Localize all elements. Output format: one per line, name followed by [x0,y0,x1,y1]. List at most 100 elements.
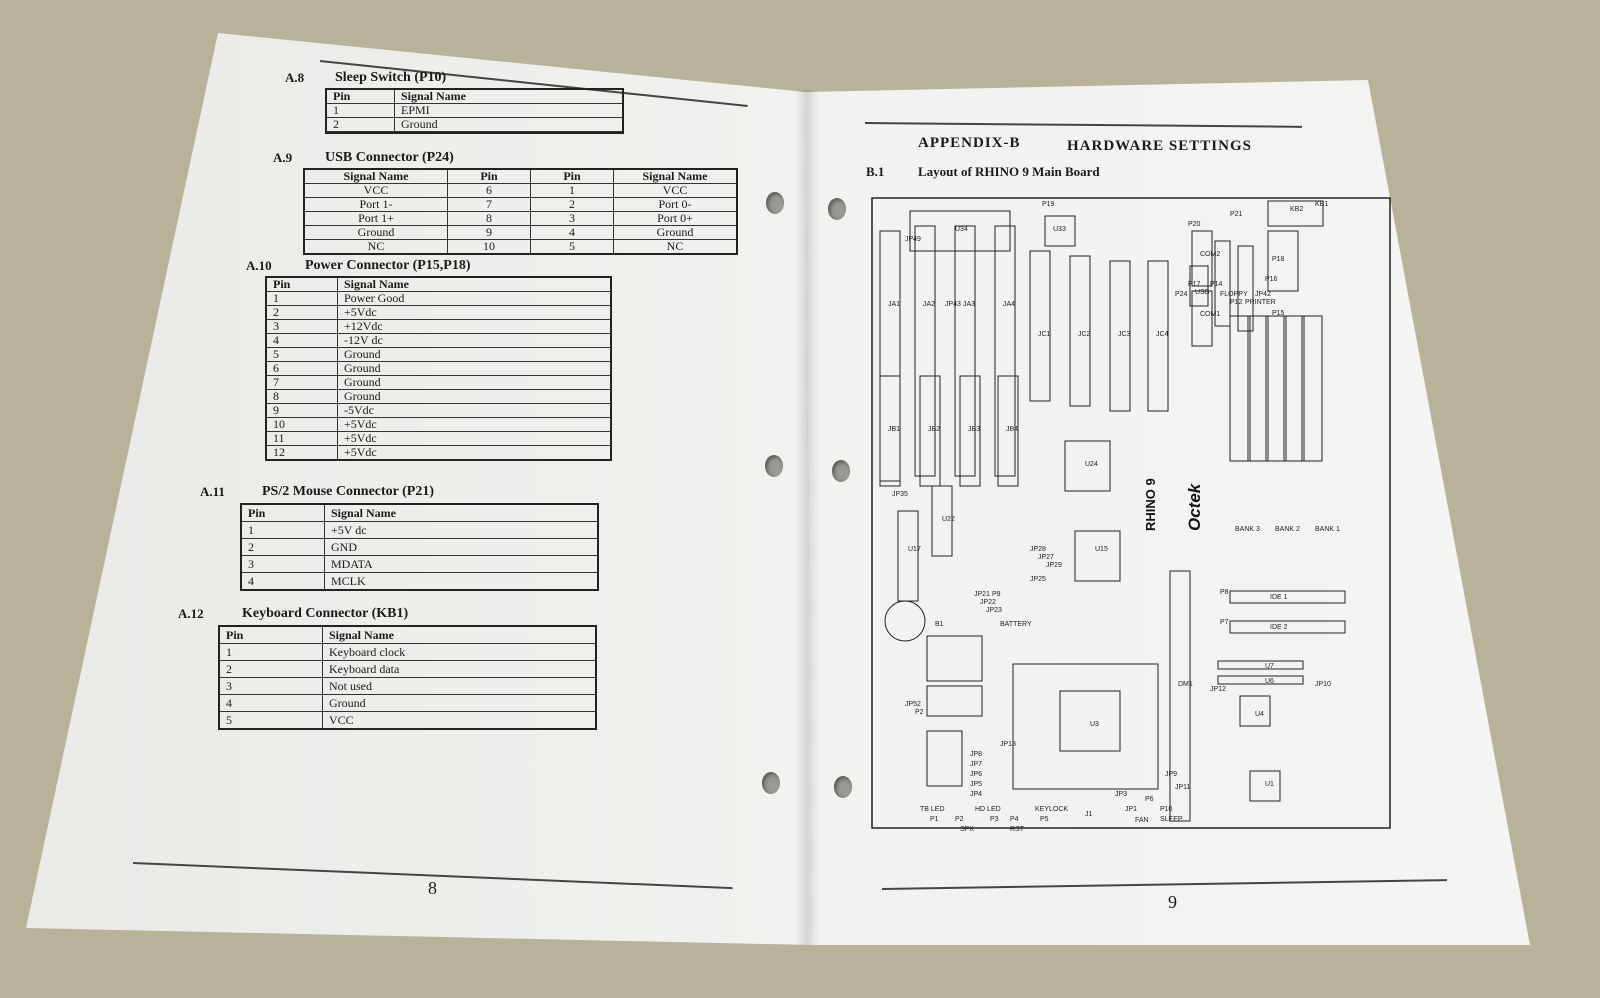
page-fold [795,90,819,945]
board-label: JP27 [1038,554,1054,561]
board-label: JB2 [928,426,940,433]
board-label: U7 [1265,663,1274,670]
board-component [1169,570,1191,822]
board-label: RST [1010,826,1025,833]
board-component [1069,255,1091,407]
board-label: JP12 [1210,686,1226,693]
board-label: P12 [1230,299,1243,306]
table-cell: 1 [240,521,325,539]
column-header: Signal Name [613,168,738,184]
board-component [1265,315,1287,462]
table-cell: +5Vdc [337,417,612,432]
board-label: P7 [1220,619,1229,626]
board-component [997,375,1019,487]
table-cell: Ground [394,117,624,132]
board-label: JP29 [1046,562,1062,569]
board-component [909,210,1011,252]
board-label: P14 [1210,281,1223,288]
board-component [1217,675,1304,685]
table-cell: 3 [218,677,323,695]
board-component [919,375,941,487]
table-cell: +5Vdc [337,431,612,446]
table-cell: +5V dc [324,521,599,539]
board-label: DM1 [1178,681,1193,688]
board-label: JA3 [963,301,975,308]
board-svg: RHINO 9 Octek U34P19U33COM2COM1P20P17P21… [871,197,1391,833]
board-label: JP7 [970,761,982,768]
board-component [1191,230,1213,287]
board-label: JP43 [945,301,961,308]
table-cell: Keyboard data [322,660,597,678]
section-title: USB Connector (P24) [325,150,454,165]
table-cell: 4 [265,333,338,348]
board-component [926,730,963,787]
table-cell: 5 [530,239,614,255]
board-label: JP9 [1165,771,1177,778]
table-cell: 4 [240,572,325,591]
table-cell: VCC [322,711,597,730]
table-cell: 2 [218,660,323,678]
table-cell: 11 [265,431,338,446]
board-component [897,510,919,602]
board-label: IDE 2 [1270,624,1288,631]
board-label: U6 [1265,678,1274,685]
board-component [1109,260,1131,412]
board-component [1029,250,1051,402]
board-label: KEYLOCK [1035,806,1068,813]
board-label: P16 [1265,276,1278,283]
board-label: PRINTER [1245,299,1276,306]
board-label: P4 [1010,816,1019,823]
board-label: P5 [1040,816,1049,823]
board-label: U1 [1265,781,1274,788]
column-header: Pin [265,276,338,292]
board-label: P19 [1042,201,1055,208]
board-component [1283,315,1305,462]
board-component [1059,690,1121,752]
table-row: 1+5V dc [240,521,599,539]
page-heading: HARDWARE SETTINGS [1067,138,1252,154]
table-cell: 1 [530,183,614,198]
column-header: Signal Name [303,168,448,184]
board-component [1217,660,1304,670]
board-label: JP52 [905,701,921,708]
board-model: RHINO 9 [1143,478,1158,531]
table-cell: -5Vdc [337,403,612,418]
table-cell: Ground [337,389,612,404]
table-cell: Ground [337,375,612,390]
board-label: SPK [960,826,974,833]
board-component [931,485,953,557]
board-label: COM2 [1200,251,1220,258]
column-header: Pin [530,168,614,184]
board-label: P2 [915,709,924,716]
column-header: Signal Name [394,88,624,104]
board-label: JA4 [1003,301,1015,308]
table-row: 9-5Vdc [265,403,612,418]
section-title: Sleep Switch (P10) [335,70,447,85]
board-component [1189,265,1209,307]
board-label: P24 [1175,291,1188,298]
board-label: JP11 [1175,784,1191,791]
board-label: JP1 [1125,806,1137,813]
board-label: U15 [1095,546,1108,553]
table-cell: 10 [265,417,338,432]
board-label: U3 [1090,721,1099,728]
board-label: JP6 [970,771,982,778]
board-label: JC1 [1038,331,1051,338]
board-label: JP18 [1000,741,1016,748]
board-label: U34 [955,226,968,233]
table-cell: 9 [447,225,531,240]
board-label: P10 [1160,806,1173,813]
